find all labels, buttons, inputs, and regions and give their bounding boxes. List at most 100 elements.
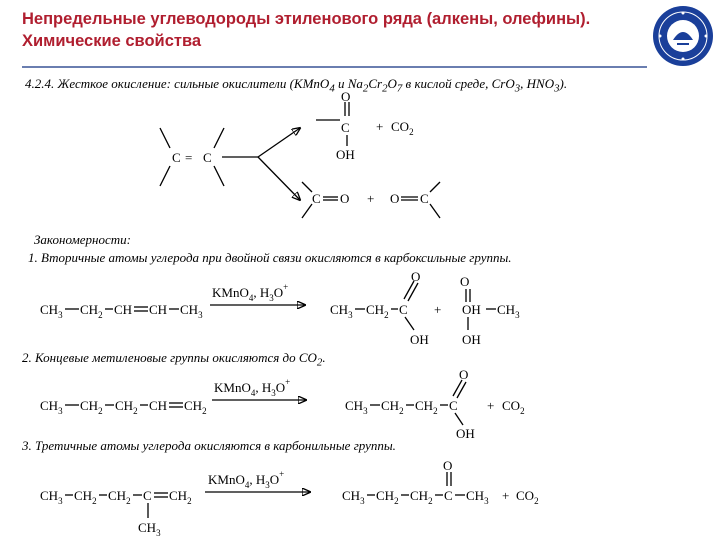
co2-text: CO: [502, 398, 520, 413]
sub: 3: [156, 528, 161, 538]
co2-label: CO2: [391, 119, 414, 137]
atom-c: C: [312, 191, 321, 206]
atom-c: C: [341, 120, 350, 135]
plus-sign: +: [487, 398, 494, 413]
rule-2: 2. Концевые метиленовые группы окисляютс…: [22, 350, 326, 369]
hydroxyl-group: OH: [462, 302, 481, 317]
rule-2-sub: 2: [316, 356, 323, 369]
hydroxyl-group: OH: [336, 147, 355, 162]
intro-sub: 2: [382, 82, 388, 95]
formula-ch3: CH3: [40, 488, 63, 506]
bond-line: [429, 181, 441, 193]
atom-o: O: [443, 458, 452, 473]
reagent-label: KMnO4, H3O+: [208, 469, 284, 490]
atom-o: O: [341, 89, 350, 104]
title-separator: [22, 66, 647, 68]
formula-ch: CH: [149, 398, 167, 413]
sup: +: [279, 469, 284, 479]
ch-text: CH: [184, 398, 202, 413]
ch-text: CH: [180, 302, 198, 317]
sub: 2: [187, 496, 192, 506]
formula-ch2: CH2: [410, 488, 433, 506]
bond-line: [213, 165, 225, 187]
reaction-2: CH3 CH2 CH2 CH CH2 KMnO4, H3O+ CH3 CH2 C…: [40, 367, 525, 441]
intro-text: O: [387, 76, 397, 91]
sub: 3: [265, 480, 270, 490]
reagent-text: , H: [253, 285, 269, 300]
reagent-text: KMnO: [208, 472, 245, 487]
atom-c: C: [203, 150, 212, 165]
atom-c: C: [143, 488, 152, 503]
reagent-text: O: [276, 380, 285, 395]
sub: 3: [515, 310, 520, 320]
sub: 3: [271, 388, 276, 398]
formula-ch: CH: [114, 302, 132, 317]
formula-ch2: CH2: [366, 302, 389, 320]
sub: 2: [92, 496, 97, 506]
bond-line: [403, 280, 415, 300]
sup: +: [283, 282, 288, 292]
title-line-1: Непредельные углеводороды этиленового ря…: [22, 10, 591, 28]
bond-line: [159, 165, 171, 187]
bond-line: [301, 203, 313, 219]
bond-line: [456, 381, 467, 399]
sub: 2: [399, 406, 404, 416]
plus-sign: +: [434, 302, 441, 317]
formula-ch2: CH2: [169, 488, 192, 506]
sub: 3: [58, 310, 63, 320]
atom-c: C: [420, 191, 429, 206]
sub: 3: [198, 310, 203, 320]
co2-text: CO: [516, 488, 534, 503]
intro-text: и Na: [334, 76, 363, 91]
reaction-1: CH3 CH2 CH CH CH3 KMnO4, H3O+ CH3 CH2 C …: [40, 269, 520, 347]
sup: +: [285, 377, 290, 387]
ch-text: CH: [80, 398, 98, 413]
plus-sign: +: [502, 488, 509, 503]
atom-o: O: [460, 274, 469, 289]
rule-3: 3. Третичные атомы углерода окисляются в…: [22, 438, 396, 453]
ch-text: CH: [497, 302, 515, 317]
ch-text: CH: [169, 488, 187, 503]
intro-text: , HNO: [520, 76, 555, 91]
formula-ch2: CH2: [376, 488, 399, 506]
ch-text: CH: [115, 398, 133, 413]
atom-c: C: [172, 150, 181, 165]
title-line-2: Химические свойства: [22, 32, 202, 50]
formula-ch3: CH3: [345, 398, 368, 416]
sub: 2: [433, 406, 438, 416]
ch-text: CH: [415, 398, 433, 413]
sub: 3: [484, 496, 489, 506]
sub: 2: [428, 496, 433, 506]
sub: 4: [245, 480, 250, 490]
formula-ch2: CH2: [74, 488, 97, 506]
ch-text: CH: [74, 488, 92, 503]
reagent-text: KMnO: [214, 380, 251, 395]
hydroxyl-group: OH: [462, 332, 481, 347]
formula-ch2: CH2: [381, 398, 404, 416]
formula-ch3: CH3: [40, 398, 63, 416]
sub: 3: [58, 496, 63, 506]
formula-ch3: CH3: [180, 302, 203, 320]
ch-text: CH: [40, 302, 58, 317]
ch-text: CH: [345, 398, 363, 413]
co2-sub: 2: [409, 127, 414, 137]
ch-text: CH: [138, 520, 156, 535]
intro-sub: 2: [362, 82, 369, 95]
intro-sub: 3: [514, 82, 521, 95]
ch-text: CH: [80, 302, 98, 317]
intro-text: Cr: [368, 76, 383, 91]
bond-line: [407, 282, 419, 302]
atom-o: O: [390, 191, 399, 206]
sub: 2: [520, 406, 525, 416]
atom-c: C: [449, 398, 458, 413]
sub: 4: [251, 388, 256, 398]
formula-ch3: CH3: [330, 302, 353, 320]
sub: 3: [269, 293, 274, 303]
sub: 2: [394, 496, 399, 506]
intro-sub: 4: [329, 82, 335, 95]
sub: 2: [133, 406, 138, 416]
sub: 3: [58, 406, 63, 416]
rule-1: 1. Вторичные атомы углерода при двойной …: [28, 250, 512, 265]
formula-ch: CH: [149, 302, 167, 317]
